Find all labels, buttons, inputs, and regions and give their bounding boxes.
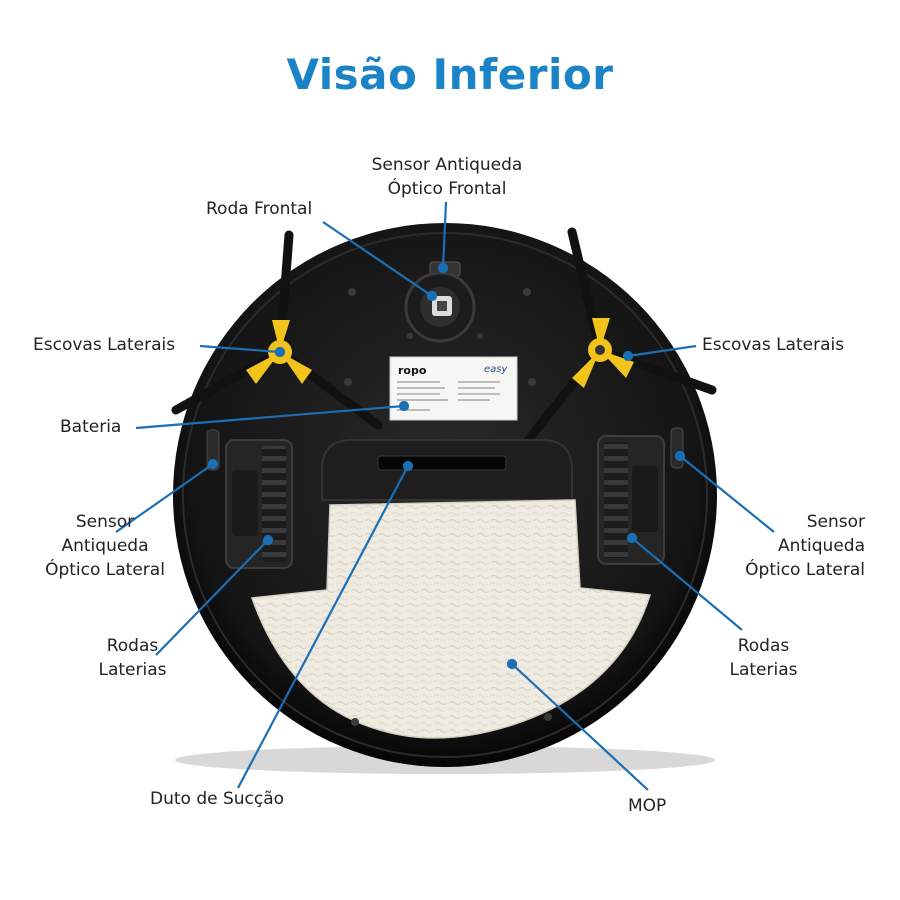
leader-lines: [115, 201, 775, 791]
side-brush-left: [171, 230, 383, 430]
label-side-cliff-sensor-left: Sensor Antiqueda Óptico Lateral: [45, 512, 165, 580]
sticker-brand: ropo: [398, 364, 427, 377]
front-wheel: [404, 271, 476, 343]
label-front-cliff-sensor: Sensor Antiqueda Óptico Frontal: [371, 155, 523, 199]
suction-duct: [321, 439, 573, 501]
label-mop: MOP: [628, 796, 667, 816]
label-side-brushes-right: Escovas Laterais: [702, 335, 845, 355]
mop-pad: [250, 499, 651, 739]
side-cliff-sensor-right: [670, 427, 684, 469]
sticker-sub-brand: easy: [484, 364, 508, 375]
label-side-wheels-right: Rodas Laterias: [729, 636, 798, 680]
product-sticker: ropo easy: [389, 356, 518, 421]
label-suction-duct: Duto de Sucção: [150, 789, 285, 809]
side-wheel-right: [597, 435, 665, 565]
screw-holes: [344, 288, 536, 386]
label-side-brushes-left: Escovas Laterais: [33, 335, 176, 355]
label-side-cliff-sensor-right: Sensor Antiqueda Óptico Lateral: [745, 512, 865, 580]
side-brush-right: [523, 227, 717, 445]
side-wheel-left: [225, 439, 293, 569]
label-front-wheel: Roda Frontal: [206, 199, 313, 219]
label-battery: Bateria: [60, 417, 122, 437]
page-title: Visão Inferior: [286, 50, 614, 99]
label-side-wheels-left: Rodas Laterias: [98, 636, 167, 680]
